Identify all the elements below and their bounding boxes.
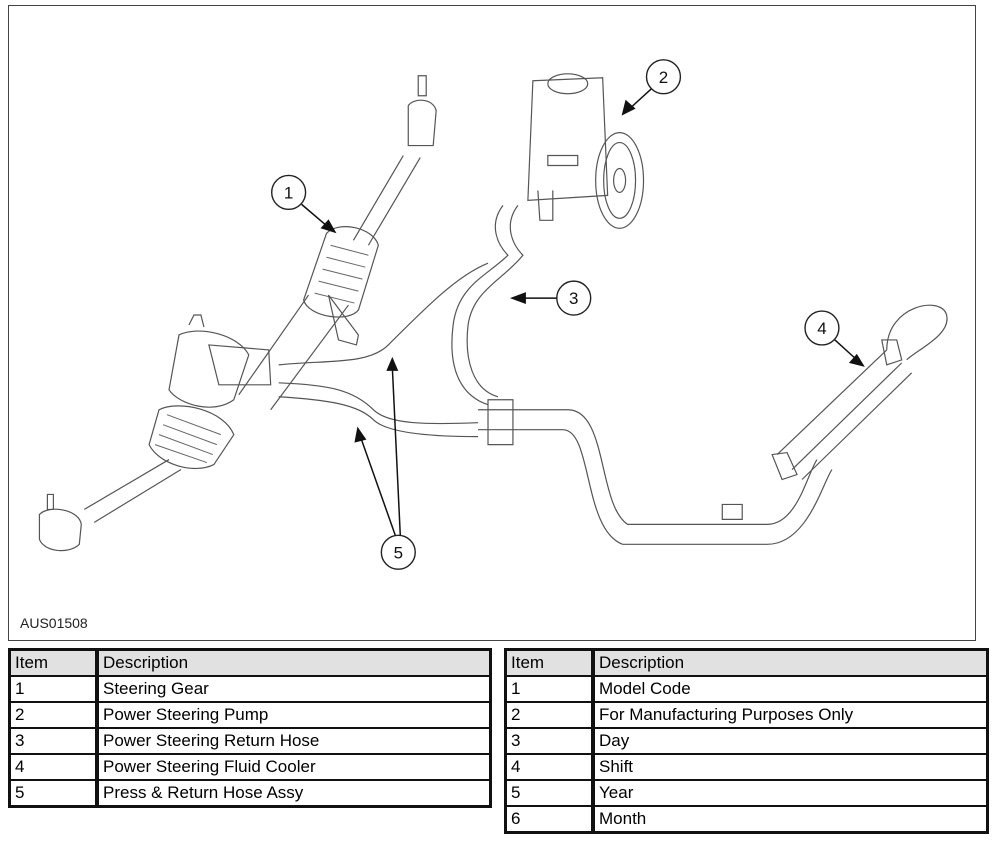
column-header-item: Item [504, 648, 595, 677]
figure-code: AUS01508 [20, 615, 88, 631]
svg-text:3: 3 [569, 289, 578, 308]
svg-text:5: 5 [394, 543, 403, 562]
item-description: Power Steering Pump [96, 701, 492, 729]
item-description: Month [592, 805, 989, 834]
item-number: 1 [504, 675, 595, 703]
column-header-description: Description [96, 648, 492, 677]
callout-2: 2 [621, 59, 682, 116]
cooler-drawing [721, 304, 948, 520]
hose-drawing [278, 205, 833, 545]
item-description: Press & Return Hose Assy [96, 779, 492, 808]
svg-text:4: 4 [817, 319, 826, 338]
item-number: 4 [8, 753, 99, 781]
column-header-item: Item [8, 648, 99, 677]
item-number: 4 [504, 753, 595, 781]
table-header-row: Item Description [504, 648, 989, 677]
steering-system-illustration: 1 2 3 4 5 [38, 59, 948, 570]
item-description: Model Code [592, 675, 989, 703]
item-description: Day [592, 727, 989, 755]
item-description: Year [592, 779, 989, 807]
callout-4: 4 [804, 310, 865, 367]
svg-text:1: 1 [284, 183, 293, 202]
table-header-row: Item Description [8, 648, 492, 677]
item-number: 3 [504, 727, 595, 755]
item-description: Shift [592, 753, 989, 781]
item-description: Power Steering Return Hose [96, 727, 492, 755]
callout-3: 3 [509, 280, 592, 316]
callout-5: 5 [354, 356, 416, 570]
callout-1: 1 [270, 174, 337, 234]
pump-drawing [527, 73, 645, 229]
svg-text:2: 2 [659, 68, 668, 87]
item-number: 2 [8, 701, 99, 729]
item-description: For Manufacturing Purposes Only [592, 701, 989, 729]
item-number: 5 [8, 779, 99, 808]
exploded-diagram: 1 2 3 4 5 AUS0 [8, 5, 976, 641]
item-number: 5 [504, 779, 595, 807]
item-description: Steering Gear [96, 675, 492, 703]
item-number: 1 [8, 675, 99, 703]
item-number: 2 [504, 701, 595, 729]
column-header-description: Description [592, 648, 989, 677]
steering-gear-drawing [38, 75, 437, 552]
item-description: Power Steering Fluid Cooler [96, 753, 492, 781]
item-number: 3 [8, 727, 99, 755]
item-number: 6 [504, 805, 595, 834]
